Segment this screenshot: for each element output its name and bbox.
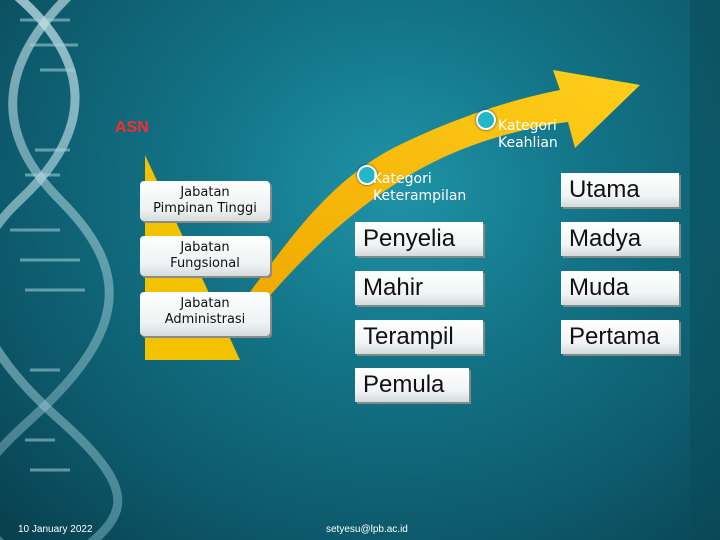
keahlian-label-line1: Kategori [498, 118, 557, 134]
keahlian-label-line2: Keahlian [498, 135, 558, 151]
pyramid-item-pimpinan-tinggi: Jabatan Pimpinan Tinggi [140, 181, 270, 221]
pyramid-item-line1: Jabatan [180, 296, 230, 311]
pyramid-item-line1: Jabatan [180, 240, 230, 255]
pyramid-item-line2: Administrasi [164, 312, 246, 327]
pyramid-item-line2: Fungsional [170, 256, 240, 271]
level-pemula: Pemula [355, 368, 469, 402]
footer-date: 10 January 2022 [18, 524, 93, 535]
level-penyelia: Penyelia [355, 222, 483, 256]
level-muda: Muda [561, 271, 679, 305]
level-utama: Utama [561, 173, 679, 207]
level-madya: Madya [561, 222, 679, 256]
level-pertama: Pertama [561, 320, 679, 354]
footer-email: setyesu@lpb.ac.id [326, 524, 408, 535]
asn-label: ASN [115, 119, 149, 136]
keterampilan-node [357, 165, 377, 185]
growth-arrow [240, 70, 640, 305]
level-mahir: Mahir [355, 271, 483, 305]
keterampilan-label-line1: Kategori [373, 171, 432, 187]
keahlian-node [476, 110, 496, 130]
keterampilan-label-line2: Keterampilan [373, 188, 467, 204]
pyramid-item-line2: Pimpinan Tinggi [153, 201, 257, 216]
pyramid-item-line1: Jabatan [180, 185, 230, 200]
keahlian-label: Kategori Keahlian [498, 118, 558, 152]
level-terampil: Terampil [355, 320, 483, 354]
pyramid-item-fungsional: Jabatan Fungsional [140, 236, 270, 276]
keterampilan-label: Kategori Keterampilan [373, 171, 466, 205]
pyramid-item-administrasi: Jabatan Administrasi [140, 292, 270, 336]
